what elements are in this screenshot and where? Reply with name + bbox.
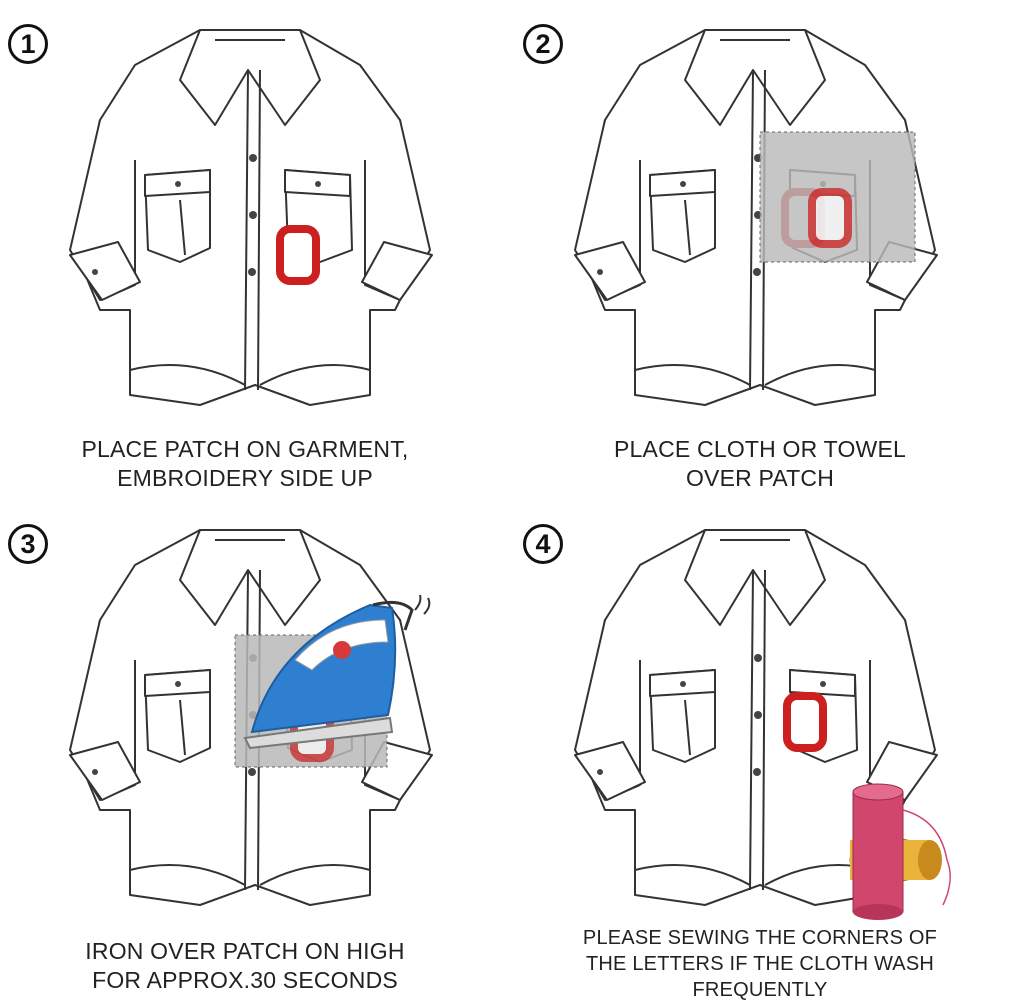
- thread-spools-icon: [850, 784, 950, 920]
- caption-line: FREQUENTLY: [515, 977, 1005, 1003]
- caption-line: OVER PATCH: [515, 464, 1005, 493]
- embroidered-patch: [280, 229, 316, 281]
- step-caption: PLACE PATCH ON GARMENT, EMBROIDERY SIDE …: [0, 435, 490, 493]
- caption-line: PLEASE SEWING THE CORNERS OF: [515, 925, 1005, 951]
- step-caption: PLACE CLOTH OR TOWEL OVER PATCH: [515, 435, 1005, 493]
- caption-line: THE LETTERS IF THE CLOTH WASH: [515, 951, 1005, 977]
- caption-line: PLACE PATCH ON GARMENT,: [0, 435, 490, 464]
- step-caption: PLEASE SEWING THE CORNERS OF THE LETTERS…: [515, 925, 1005, 1003]
- shirt-illustration: [545, 510, 965, 920]
- shirt-illustration: [40, 510, 460, 920]
- caption-line: EMBROIDERY SIDE UP: [0, 464, 490, 493]
- step-3-panel: 3 IRON OVER PATCH ON HIGH FOR APPROX.30 …: [0, 500, 504, 1000]
- shirt-illustration: [40, 10, 460, 420]
- step-caption: IRON OVER PATCH ON HIGH FOR APPROX.30 SE…: [0, 937, 490, 995]
- step-4-panel: 4 PLEASE SEWING THE CORNERS OF THE LETTE…: [505, 500, 1009, 1000]
- step-1-panel: 1 PLACE PATCH ON GARMENT, EMBROIDERY SID…: [0, 0, 504, 500]
- caption-line: PLACE CLOTH OR TOWEL: [515, 435, 1005, 464]
- embroidered-patch: [787, 696, 823, 748]
- shirt-illustration: [545, 10, 965, 420]
- step-2-panel: 2 PLACE CLOTH OR TOWEL OVER PATCH: [505, 0, 1009, 500]
- caption-line: FOR APPROX.30 SECONDS: [0, 966, 490, 995]
- caption-line: IRON OVER PATCH ON HIGH: [0, 937, 490, 966]
